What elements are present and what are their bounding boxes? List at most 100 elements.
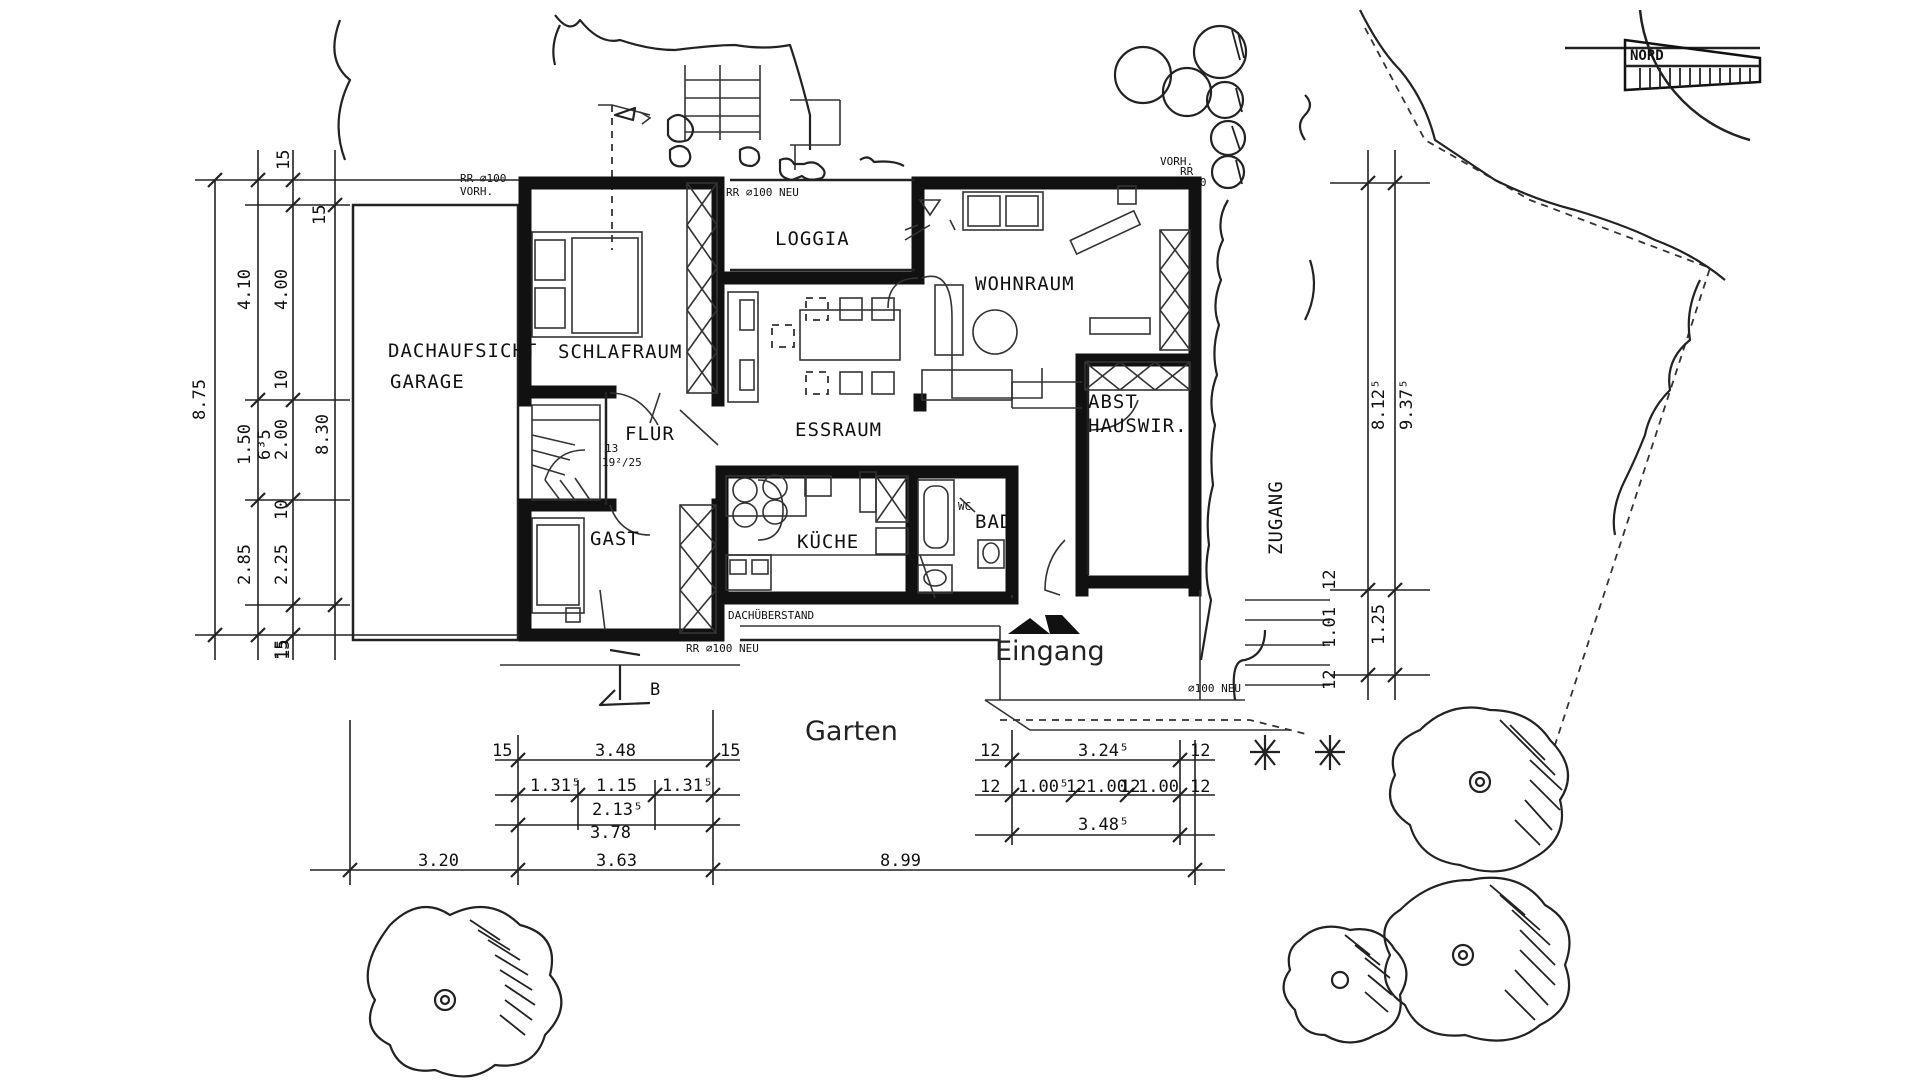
rr-top-mid: RR ⌀100 NEU — [726, 186, 799, 199]
room-labels: SCHLAFRAUM LOGGIA WOHNRAUM ESSRAUM FLUR … — [558, 228, 1287, 555]
stair-spec-2: 19²/25 — [602, 456, 642, 469]
rr-top-left-1: RR ⌀100 — [460, 172, 506, 185]
dim-right-2b: 1.00⁵ — [1018, 777, 1069, 797]
garden-label: Garten — [805, 716, 898, 747]
wc-label: WC — [958, 500, 971, 513]
kitchen-label: KÜCHE — [797, 530, 859, 553]
dim-right-2a: 12 — [980, 777, 1000, 797]
dim-left-inner-3: 10 — [272, 370, 292, 390]
wardrobes — [679, 182, 1191, 634]
section-marker — [598, 106, 651, 707]
dim-right-3: 3.48⁵ — [1078, 815, 1129, 835]
dim-right-v-1: 8.12⁵ — [1369, 379, 1389, 430]
dim-left-inner-5: 2.00 — [272, 419, 292, 460]
dimensions-left: 8.75 15 15 4.10 1.50 2.85 15 4.00 10 6³5… — [190, 150, 520, 660]
garage-label-1: DACHAUFSICHT — [388, 340, 537, 362]
dim-bottom-3a: 2.13⁵ — [592, 800, 643, 820]
rr-bottom-right: ⌀100 NEU — [1188, 682, 1241, 695]
dim-left-inner-1: 15 — [310, 205, 330, 225]
garage-label-2: GARAGE — [390, 371, 465, 393]
bathroom-furniture — [917, 479, 1005, 594]
loggia-label: LOGGIA — [775, 228, 850, 250]
roof-overhang: DACHÜBERSTAND — [728, 609, 814, 622]
entrance-marker — [1008, 615, 1080, 634]
dim-left-inner-7: 2.25 — [272, 544, 292, 585]
rr-top-right-2: RR — [1180, 165, 1194, 178]
north-label: NORD — [1630, 48, 1664, 64]
dim-left-mid-1: 4.10 — [235, 269, 255, 310]
tree-bottom-left — [366, 905, 563, 1078]
dim-right-small-3: 12 — [1320, 670, 1340, 690]
dim-bottom-1a: 15 — [492, 741, 512, 761]
plot-boundary — [1000, 9, 1726, 746]
north-arrow: NORD — [1565, 9, 1762, 142]
dim-right-2c: 12 — [1066, 777, 1086, 797]
dining-room-label: ESSRAUM — [795, 419, 882, 441]
dim-left-mid-3: 2.85 — [235, 544, 255, 585]
dim-right-v-2: 9.37⁵ — [1397, 379, 1417, 430]
tree-cluster-top — [1113, 24, 1248, 190]
rr-top-left-2: VORH. — [460, 185, 493, 198]
storage-label-2: HAUSWIR. — [1088, 415, 1188, 437]
dim-left-total-inner: 8.30 — [313, 414, 333, 455]
top-garden-sketch — [333, 14, 905, 250]
dim-bottom-2b: 1.15 — [596, 776, 637, 796]
dim-bottom-total-1: 3.20 — [418, 851, 459, 871]
guest-room-label: GAST — [590, 528, 640, 550]
dim-right-1c: 12 — [1190, 741, 1210, 761]
bed — [531, 231, 643, 338]
tree-bottom-right-3 — [1282, 925, 1408, 1044]
dim-right-1a: 12 — [980, 741, 1000, 761]
dim-left-bottom: 15 — [274, 640, 294, 660]
rr-bottom: RR ⌀100 NEU — [686, 642, 759, 655]
dim-right-2e: 12 — [1120, 777, 1140, 797]
dim-right-1b: 3.24⁵ — [1078, 741, 1129, 761]
dim-bottom-1b: 3.48 — [595, 741, 636, 761]
kitchen-furniture — [725, 471, 909, 591]
dim-right-2g: 12 — [1190, 777, 1210, 797]
rr-top-right-1: VORH. — [1160, 155, 1193, 168]
hallway-label: FLUR — [625, 423, 675, 445]
bedroom-label: SCHLAFRAUM — [558, 341, 682, 363]
living-room-label: WOHNRAUM — [975, 273, 1075, 295]
dim-right-small-2: 1.01 — [1320, 607, 1340, 648]
dimensions-bottom: 15 3.48 15 1.31⁵ 1.15 1.31⁵ 2.13⁵ 3.78 3… — [310, 710, 1225, 885]
staircase — [531, 404, 601, 501]
entrance-label: Eingang — [995, 636, 1105, 667]
access-label: ZUGANG — [1265, 480, 1287, 555]
dim-left-inner-2: 4.00 — [272, 269, 292, 310]
stair-spec-1: 13 — [605, 442, 618, 455]
tree-bottom-right-1 — [1388, 706, 1570, 873]
living-room-furniture — [921, 185, 1151, 409]
annotations: RR ⌀100 VORH. RR ⌀100 NEU VORH. RR ⌀100 … — [460, 155, 1241, 700]
dim-bottom-2c: 1.31⁵ — [662, 776, 713, 796]
access-path — [1199, 94, 1330, 701]
dim-right-2f: 1.00 — [1138, 777, 1179, 797]
dim-left-inner-6: 10 — [272, 500, 292, 520]
guest-bed — [531, 517, 585, 623]
dim-bottom-total-2: 3.63 — [596, 851, 637, 871]
dim-left-total: 8.75 — [190, 379, 210, 420]
shrubs-bottom — [1250, 735, 1345, 770]
section-b-label: B — [650, 680, 660, 700]
windows — [500, 178, 1290, 731]
rr-top-right-3: ⌀100 — [1180, 176, 1207, 189]
doors — [599, 199, 1139, 631]
dim-right-small-1: 12 — [1320, 570, 1340, 590]
dimensions-right-vertical: 8.12⁵ 9.37⁵ 12 1.01 12 1.25 — [1320, 150, 1430, 700]
dim-right-2d: 1.00 — [1086, 777, 1127, 797]
storage-label-1: ABST — [1088, 391, 1138, 413]
dim-bottom-1c: 15 — [720, 741, 740, 761]
dim-left-inner-8: 15 — [272, 640, 292, 660]
dimensions-right: 12 3.24⁵ 12 12 1.00⁵ 12 1.00 12 1.00 12 … — [975, 730, 1215, 845]
tree-bottom-right-2 — [1383, 876, 1571, 1042]
garage: DACHAUFSICHT GARAGE — [351, 203, 537, 642]
dim-bottom-total-3: 8.99 — [880, 851, 921, 871]
dining-table — [727, 291, 901, 403]
dim-left-mid-2: 1.50 — [235, 424, 255, 465]
dim-right-small-4: 1.25 — [1369, 604, 1389, 645]
dim-left-top: 15 — [274, 150, 294, 170]
dim-bottom-2a: 1.31⁵ — [530, 776, 581, 796]
bathroom-label: BAD — [975, 511, 1012, 533]
